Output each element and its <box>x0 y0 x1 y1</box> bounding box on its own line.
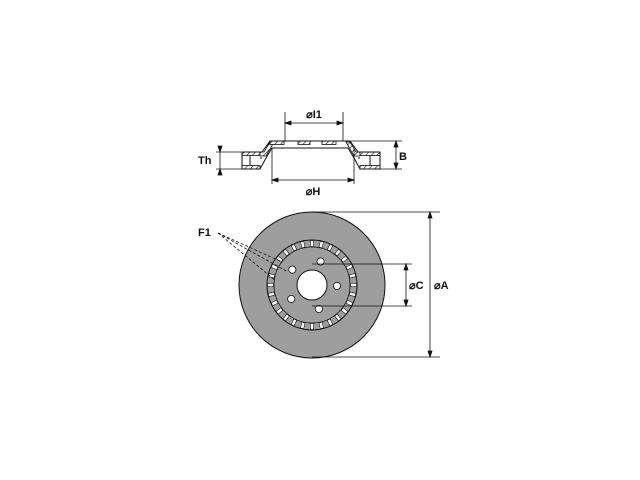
dimension-c <box>312 262 412 308</box>
vent-slot <box>267 291 276 297</box>
bolt-hole <box>316 257 325 266</box>
vent-slot <box>270 263 279 271</box>
dimension-a <box>312 210 440 359</box>
vent-slot <box>348 273 357 279</box>
vent-slot <box>275 307 284 315</box>
vent-slot <box>282 248 290 257</box>
center-bore <box>296 269 328 301</box>
vent-slot <box>300 321 306 330</box>
vent-slot <box>310 323 314 330</box>
section-outline <box>241 140 381 170</box>
label-i1: ⌀I1 <box>306 109 322 121</box>
vent-slot <box>326 318 334 327</box>
vent-slot <box>350 283 357 287</box>
vent-slot <box>270 299 279 307</box>
label-a: ⌀A <box>434 280 449 292</box>
vent-slot <box>340 307 349 315</box>
vent-slot <box>290 318 298 327</box>
vent-slot <box>300 240 306 249</box>
vent-slot <box>318 240 324 249</box>
dimension-h <box>270 148 356 184</box>
label-c: ⌀C <box>409 280 424 292</box>
vent-slot <box>326 243 334 252</box>
dimension-th <box>216 145 242 176</box>
vent-slot <box>340 255 349 263</box>
vent-slot <box>310 240 314 247</box>
label-f1: F1 <box>198 227 211 239</box>
dimension-i1 <box>283 112 345 141</box>
vent-slot <box>345 263 354 271</box>
bolt-hole <box>332 281 341 290</box>
vent-slot <box>334 248 342 257</box>
vent-slot <box>334 313 342 322</box>
bolt-hole <box>287 294 296 303</box>
vent-slot <box>282 313 290 322</box>
vent-slot <box>345 299 354 307</box>
bolt-holes <box>287 257 341 314</box>
vent-slot <box>348 291 357 297</box>
dimension-b <box>350 139 402 171</box>
side-section-view: ⌀I1 ⌀H Th B <box>198 109 407 198</box>
f1-leaders <box>217 232 289 282</box>
label-h: ⌀H <box>306 186 321 198</box>
label-b: B <box>399 151 407 163</box>
label-th: Th <box>198 155 212 167</box>
bolt-hole <box>288 265 297 274</box>
vent-slot <box>290 243 298 252</box>
vent-slots <box>267 240 357 330</box>
bolt-hole <box>314 305 323 314</box>
front-view: F1 ⌀C ⌀A <box>198 210 449 359</box>
vent-slot <box>267 283 274 287</box>
vent-slot <box>318 321 324 330</box>
